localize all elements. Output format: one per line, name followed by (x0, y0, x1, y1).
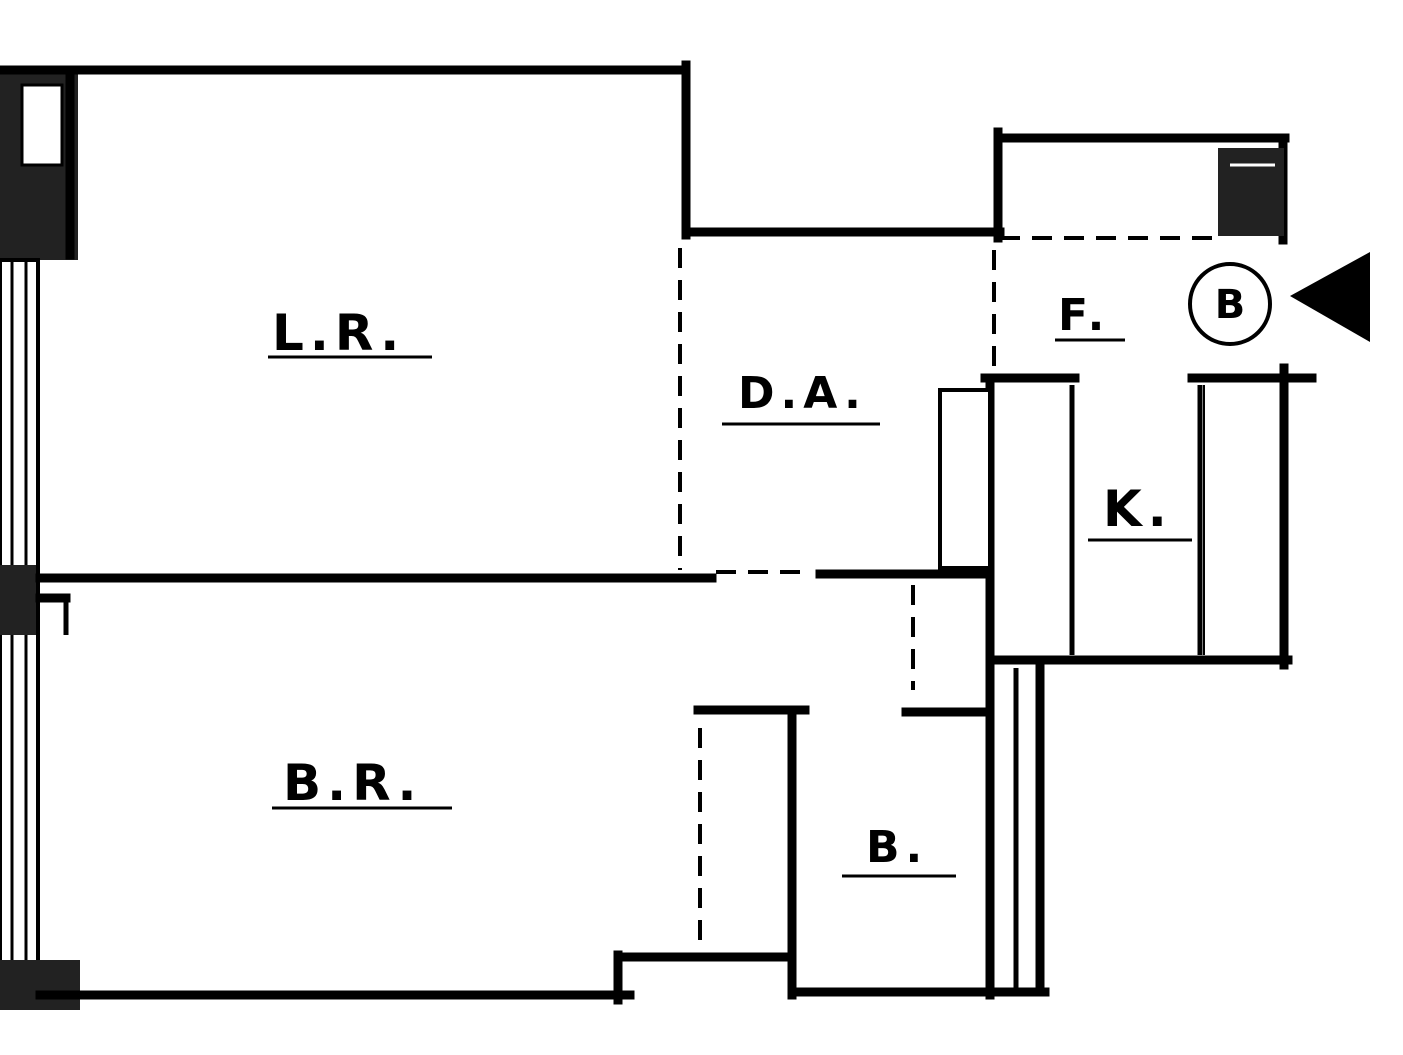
room-label-foyer: F. (1055, 290, 1125, 342)
dining-area-label: D.A. (738, 368, 867, 419)
left-top-cabinet (20, 83, 64, 167)
living-room-label: L.R. (272, 304, 405, 362)
entrance-circle (1188, 262, 1272, 346)
kitchen-label: K. (1103, 480, 1173, 538)
living-room-walls (0, 60, 1005, 635)
room-label-bedroom: B.R. (272, 754, 452, 812)
entrance-marker: B (1188, 252, 1370, 346)
kitchen-counter-left (938, 388, 992, 570)
room-label-bath: B. (842, 822, 956, 878)
closet-fixture (1218, 148, 1284, 236)
left-window-strip (0, 70, 80, 1010)
left-mid-hatch (0, 565, 36, 635)
foyer-closet (993, 127, 1290, 245)
entrance-arrow-icon (1290, 252, 1370, 342)
left-bottom-hatch (0, 960, 80, 1010)
room-label-dining-area: D.A. (722, 368, 880, 426)
bedroom-label: B.R. (283, 754, 423, 812)
foyer-label: F. (1058, 290, 1110, 341)
room-label-kitchen: K. (1088, 480, 1192, 542)
bedroom-bath-walls (35, 569, 1050, 1005)
bath-label: B. (866, 822, 928, 873)
room-label-living-room: L.R. (268, 304, 432, 362)
entrance-marker-label: B (1215, 282, 1246, 328)
open-boundaries (678, 236, 1220, 948)
kitchen-walls (938, 363, 1317, 1000)
